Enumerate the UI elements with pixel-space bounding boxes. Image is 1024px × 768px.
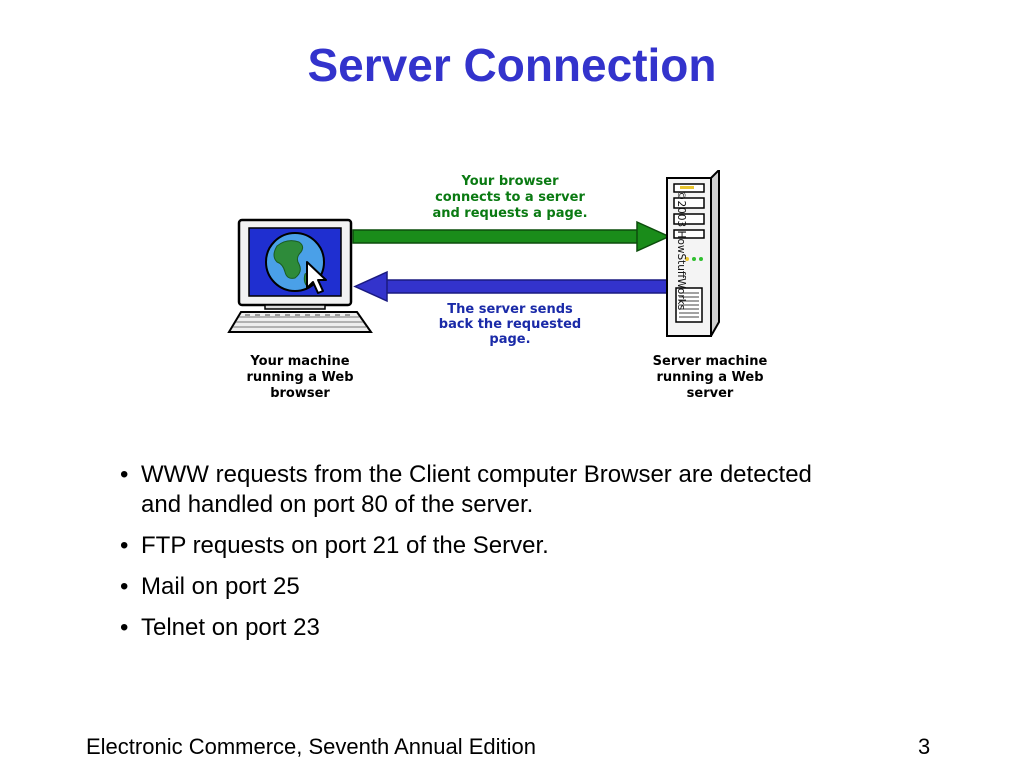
request-arrow [353, 222, 669, 251]
bullet-text: Mail on port 25 [141, 573, 300, 600]
slide-title: Server Connection [0, 42, 1024, 88]
server-caption: Server machine running a Web server [630, 354, 790, 402]
bullet-item: •FTP requests on port 21 of the Server. [120, 531, 840, 561]
page-number: 3 [918, 734, 930, 760]
keyboard-icon [229, 312, 371, 332]
footer-source: Electronic Commerce, Seventh Annual Edit… [86, 734, 536, 760]
bullet-text: FTP requests on port 21 of the Server. [141, 532, 549, 559]
request-caption: Your browser connects to a server and re… [410, 174, 610, 222]
response-caption: The server sends back the requested page… [410, 302, 610, 347]
bullet-text: WWW requests from the Client computer Br… [141, 461, 812, 518]
client-server-diagram: Your browser connects to a server and re… [225, 170, 795, 410]
bullet-item: •Mail on port 25 [120, 572, 840, 602]
bullet-list: •WWW requests from the Client computer B… [120, 460, 840, 654]
bullet-text: Telnet on port 23 [141, 614, 320, 641]
client-caption: Your machine running a Web browser [225, 354, 375, 402]
response-arrow [355, 272, 667, 301]
copyright-text: ©2003 HowStuffWorks [675, 190, 687, 310]
bullet-item: •WWW requests from the Client computer B… [120, 460, 840, 520]
bullet-item: •Telnet on port 23 [120, 613, 840, 643]
